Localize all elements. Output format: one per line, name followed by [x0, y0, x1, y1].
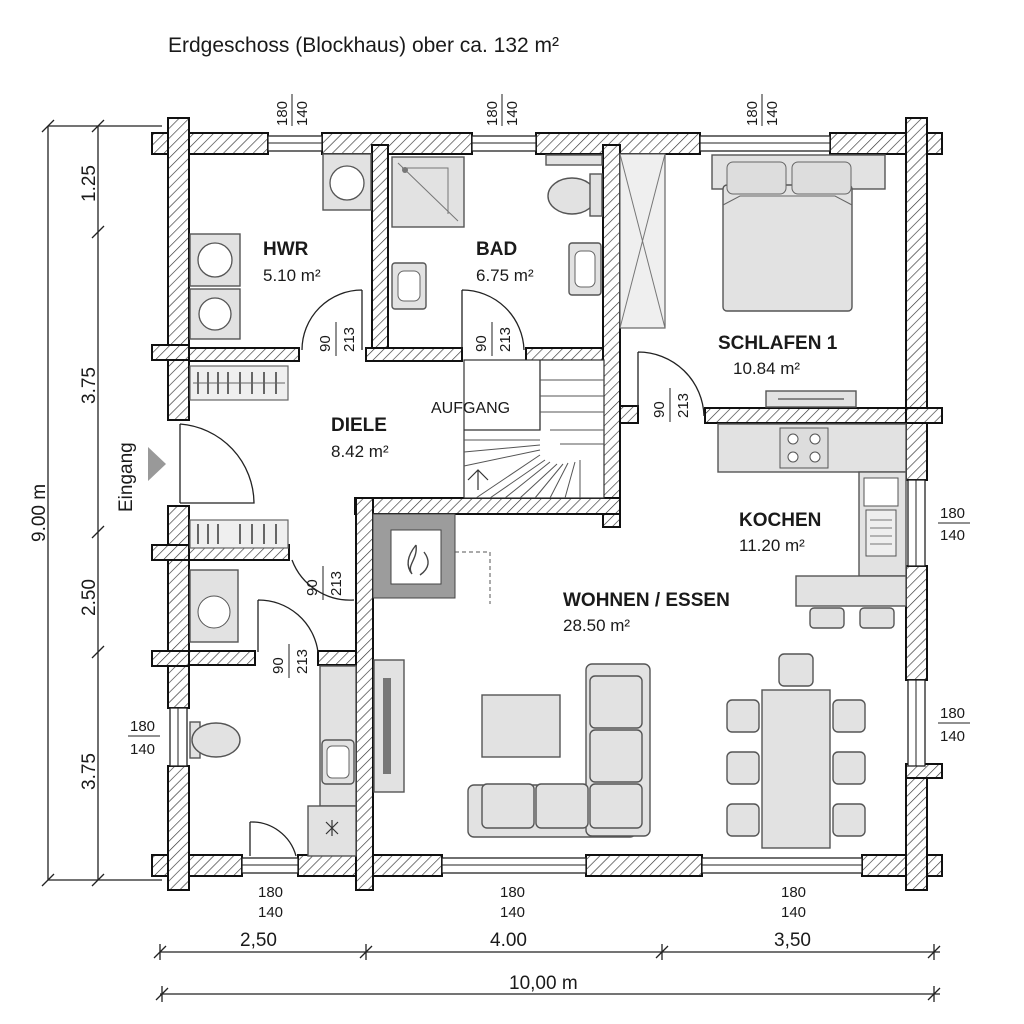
- window-label-140: 140: [781, 904, 806, 921]
- dim-left-1: 1.25: [79, 165, 100, 202]
- doors: [148, 289, 705, 857]
- counter-icon: [319, 665, 357, 807]
- room-name-hwr: HWR: [263, 239, 309, 260]
- bottom-dimension-lines: 2,50 4.00 3,50 10,00 m: [153, 930, 941, 1002]
- toilet-tank-icon: [545, 154, 603, 166]
- windows: [169, 135, 926, 874]
- door-label-213: 213: [675, 393, 692, 418]
- door-label-213: 213: [497, 327, 514, 352]
- room-area-kochen: 11.20 m²: [739, 536, 805, 555]
- window-label-180: 180: [274, 101, 291, 126]
- door-label-213: 213: [341, 327, 358, 352]
- bar-stool-icon: [809, 607, 845, 629]
- window-label-140: 140: [294, 101, 311, 126]
- door-label-90: 90: [317, 335, 334, 352]
- dim-bottom-3: 3,50: [774, 930, 811, 951]
- room-labels: HWR 5.10 m² BAD 6.75 m² SCHLAFEN 1 10.84…: [116, 239, 838, 635]
- dining-chairs: [726, 653, 866, 837]
- door-labels: 90 213 90 213 90 213 90 213 90 213: [270, 322, 692, 678]
- toilet-icon: [547, 177, 597, 215]
- window-label-140: 140: [504, 101, 521, 126]
- window-label-140: 140: [258, 904, 283, 921]
- kitchen-island: [795, 575, 907, 607]
- window-label-180: 180: [940, 705, 965, 722]
- dim-left-total: 9.00 m: [29, 484, 50, 542]
- door-label-90: 90: [270, 657, 287, 674]
- room-area-diele: 8.42 m²: [331, 442, 389, 461]
- dim-left-3: 2.50: [79, 579, 100, 616]
- door-label-90: 90: [651, 401, 668, 418]
- door-label-213: 213: [328, 571, 345, 596]
- stove-icon: [779, 427, 829, 469]
- dim-bottom-total: 10,00 m: [509, 973, 578, 994]
- window-label-180: 180: [744, 101, 761, 126]
- window-label-140: 140: [940, 527, 965, 544]
- plan-title: Erdgeschoss (Blockhaus) ober ca. 132 m²: [168, 34, 559, 57]
- window-label-180: 180: [781, 884, 806, 901]
- stair-label: AUFGANG: [431, 400, 510, 417]
- door-label-90: 90: [473, 335, 490, 352]
- stair-arrow-icon: [467, 469, 489, 490]
- dim-bottom-2: 4.00: [490, 930, 527, 951]
- window-label-180: 180: [130, 718, 155, 735]
- room-area-bad: 6.75 m²: [476, 266, 534, 285]
- door-label-213: 213: [294, 649, 311, 674]
- dim-left-4: 3.75: [79, 753, 100, 790]
- coffee-table-icon: [481, 694, 561, 758]
- bar-stool-icon: [859, 607, 895, 629]
- room-name-diele: DIELE: [331, 415, 387, 436]
- room-area-hwr: 5.10 m²: [263, 266, 321, 285]
- toilet-icon: [191, 722, 241, 758]
- dining-table-icon: [761, 689, 831, 849]
- room-area-schlafen: 10.84 m²: [733, 359, 800, 378]
- window-labels: 180 140 180 140 180 140 180 140 180 140 …: [128, 94, 970, 921]
- window-label-140: 140: [130, 741, 155, 758]
- window-label-180: 180: [258, 884, 283, 901]
- window-label-180: 180: [500, 884, 525, 901]
- sofa-icon: [467, 663, 651, 838]
- door-label-90: 90: [304, 579, 321, 596]
- left-dimension-lines: 1.25 3.75 2.50 3.75 9.00 m: [29, 119, 162, 887]
- room-name-bad: BAD: [476, 239, 517, 260]
- furniture: [189, 153, 907, 857]
- bed-icon: [722, 184, 853, 312]
- flame-icon: [407, 544, 429, 576]
- entrance-label: Eingang: [116, 442, 137, 512]
- room-name-wohnen: WOHNEN / ESSEN: [563, 590, 730, 611]
- dim-left-2: 3.75: [79, 367, 100, 404]
- dim-bottom-1: 2,50: [240, 930, 277, 951]
- kitchen-sink-icon: [863, 477, 899, 507]
- staircase: [463, 359, 605, 499]
- window-label-180: 180: [484, 101, 501, 126]
- room-name-kochen: KOCHEN: [739, 510, 821, 531]
- room-area-wohnen: 28.50 m²: [563, 616, 630, 635]
- window-label-180: 180: [940, 505, 965, 522]
- window-label-140: 140: [764, 101, 781, 126]
- room-name-schlafen: SCHLAFEN 1: [718, 333, 838, 354]
- window-label-140: 140: [500, 904, 525, 921]
- window-label-140: 140: [940, 728, 965, 745]
